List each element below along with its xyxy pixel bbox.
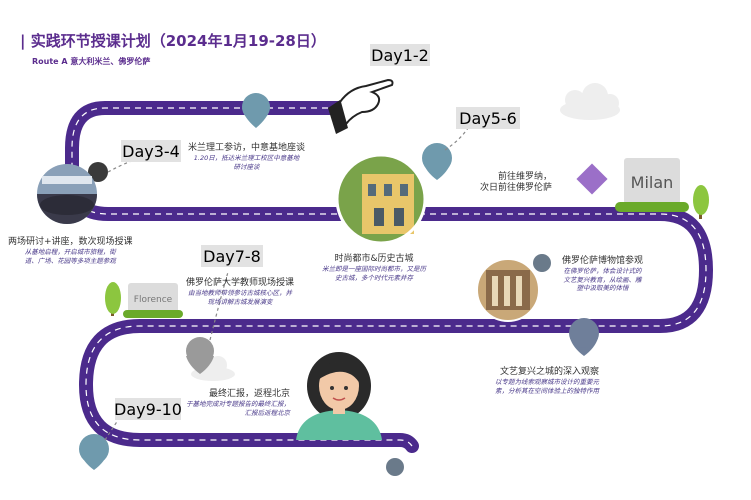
day-label: Day3-4	[121, 140, 181, 162]
event-title: 米兰理工参访，中意基地座谈	[188, 143, 306, 153]
event-desc: 由当地教师带领参访古城核心区，并	[188, 289, 292, 297]
milan-building-photo	[335, 153, 427, 245]
event-desc: 文艺复兴教育，从绘画、雕	[563, 275, 642, 284]
event-desc: 米兰即是一座国际时尚都市，又是历	[322, 265, 426, 273]
pin-icon	[242, 93, 270, 128]
event-desc: 从基地启程，开启城市旅程，街	[24, 248, 116, 256]
group-photo	[37, 164, 97, 224]
dot-marker	[88, 162, 108, 182]
day-label: Day5-6	[456, 107, 520, 129]
city-label-milan: Milan	[631, 173, 674, 192]
tree-icon	[693, 185, 709, 219]
event-desc: 现场讲解古城发展演变	[207, 297, 273, 306]
day-label-7-8: Day7-8	[203, 247, 261, 266]
milan-sign: Milan	[615, 158, 689, 212]
cloud-icon	[560, 83, 620, 120]
event-title: 时尚都市&历史古城	[334, 254, 414, 264]
day-label-3-4: Day3-4	[122, 142, 180, 161]
day-label-5-6: Day5-6	[459, 109, 517, 128]
event-title: 两场研讨+讲座，数次现场授课	[8, 237, 133, 247]
event-desc: 汇报后返程北京	[244, 408, 291, 417]
event-desc: 研讨座谈	[233, 162, 260, 171]
event-renaissance: 文艺复兴之城的深入观察 以专题为线索观察城市设计的重要元 素，分析其在空间体验上…	[495, 367, 599, 395]
day-label: Day7-8	[201, 245, 263, 267]
event-desc: 1.20日，抵达米兰理工校区中意基地	[193, 154, 300, 162]
event-desc: 以专题为线索观察城市设计的重要元	[495, 378, 599, 386]
event-title: 文艺复兴之城的深入观察	[499, 367, 599, 377]
event-desc: 道、广场、花园等多项主题参观	[24, 256, 116, 265]
event-milan-intro: 米兰理工参访，中意基地座谈 1.20日，抵达米兰理工校区中意基地 研讨座谈	[188, 143, 305, 171]
event-verona: 前往维罗纳， 次日前往佛罗伦萨	[480, 172, 552, 194]
museum-photo	[476, 258, 540, 322]
pin-icon	[79, 434, 109, 470]
dot-marker	[533, 254, 551, 272]
event-florence-teach: 佛罗伦萨大学教师现场授课 由当地教师带领参访古城核心区，并 现场讲解古城发展演变	[186, 278, 294, 306]
pin-icon	[186, 337, 214, 374]
city-label-florence: Florence	[134, 295, 173, 305]
event-final: 最终汇报，返程北京 于基地完成对专题报告的最终汇报， 汇报后返程北京	[186, 389, 290, 417]
tree-icon	[105, 282, 121, 316]
event-desc: 在佛罗伦萨，体会设计式的	[563, 267, 642, 275]
route-subtitle: Route A 意大利米兰、佛罗伦萨	[32, 57, 151, 66]
pin-icon	[569, 318, 599, 356]
event-desc: 塑中汲取美的体悟	[576, 284, 629, 292]
event-museum: 佛罗伦萨博物馆参观 在佛罗伦萨，体会设计式的 文艺复兴教育，从绘画、雕 塑中汲取…	[562, 256, 643, 293]
event-title: 佛罗伦萨大学教师现场授课	[186, 278, 295, 288]
dot-marker	[386, 458, 404, 476]
event-seminar: 两场研讨+讲座，数次现场授课 从基地启程，开启城市旅程，街 道、广场、花园等多项…	[8, 237, 133, 265]
florence-sign: Florence	[123, 283, 183, 318]
diamond-marker-icon	[576, 163, 608, 195]
day-label-9-10: Day9-10	[114, 400, 182, 419]
pin-icon	[422, 143, 452, 180]
event-line: 次日前往佛罗伦萨	[480, 183, 553, 193]
day-label-1-2: Day1-2	[371, 46, 429, 65]
event-desc: 史古城，多个时代元素并存	[335, 273, 413, 282]
avatar	[296, 352, 382, 440]
pointing-hand-icon	[328, 78, 394, 134]
event-title: 佛罗伦萨博物馆参观	[562, 256, 644, 266]
event-desc: 于基地完成对专题报告的最终汇报，	[186, 400, 290, 408]
event-title: 最终汇报，返程北京	[208, 389, 290, 399]
day-label: Day1-2	[370, 44, 430, 66]
event-desc: 素，分析其在空间体验上的独特作用	[495, 386, 599, 395]
connector-lines	[104, 127, 469, 441]
event-line: 前往维罗纳，	[498, 172, 553, 182]
page-title: | 实践环节授课计划（2024年1月19-28日）	[20, 32, 326, 50]
day-label: Day9-10	[114, 398, 182, 420]
event-fashion: 时尚都市&历史古城 米兰即是一座国际时尚都市，又是历 史古城，多个时代元素并存	[322, 254, 426, 282]
